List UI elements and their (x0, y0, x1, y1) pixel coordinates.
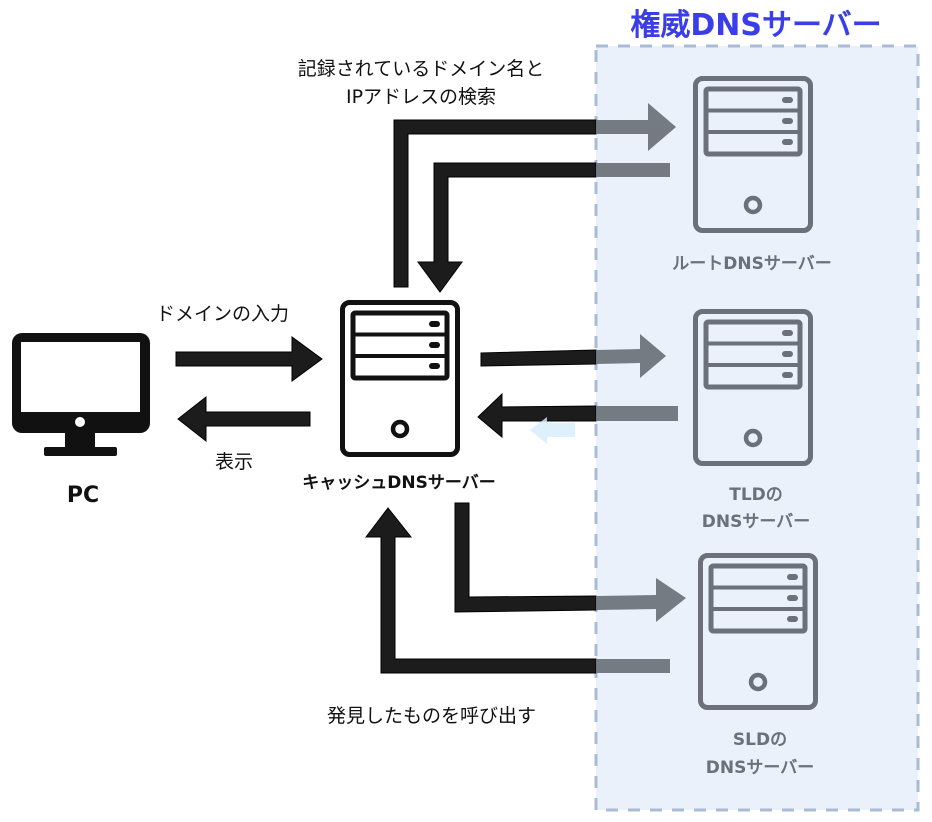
sld-server-icon (698, 553, 818, 710)
arrow-query-tld-grey (596, 334, 666, 378)
arrow-query-sld-grey (596, 578, 686, 622)
arrows-grey (596, 103, 686, 673)
arrow-query-sld-dark (454, 502, 597, 613)
arrow-query-root-grey (596, 103, 676, 151)
tld-server-label-line2: DNSサーバー (701, 512, 811, 532)
tld-server-icon (693, 309, 813, 466)
sld-server-label-line1: SLDの (732, 730, 788, 750)
search-label-line2: IPアドレスの検索 (345, 86, 497, 108)
arrows-dark (175, 119, 597, 674)
root-server-icon (693, 76, 813, 233)
arrow-callback-dark (364, 507, 597, 674)
arrow-callback-grey (596, 659, 670, 673)
arrow-response-root-grey (596, 163, 670, 177)
callback-label: 発見したものを呼び出す (327, 705, 537, 727)
arrow-display (177, 395, 311, 443)
display-label: 表示 (215, 451, 254, 473)
sld-server-label-line2: DNSサーバー (705, 758, 815, 778)
root-server-label: ルートDNSサーバー (672, 254, 832, 274)
ghost-arrow (530, 417, 575, 444)
cache-server-icon (340, 300, 460, 457)
tld-server-label-line1: TLDの (729, 485, 783, 505)
arrow-query-tld-dark (480, 349, 597, 367)
search-label-line1: 記録されているドメイン名と (297, 58, 545, 80)
arrow-response-tld-dark (477, 392, 597, 439)
domain-input-label: ドメインの入力 (156, 303, 290, 325)
cache-server-label: キャッシュDNSサーバー (302, 473, 496, 493)
arrow-response-root-dark (417, 162, 597, 293)
authoritative-dns-panel (594, 44, 920, 812)
monitor-icon (12, 333, 150, 456)
panel-title: 権威DNSサーバー (630, 8, 882, 43)
pc-label: PC (66, 483, 100, 508)
arrow-domain-input (175, 336, 323, 382)
arrow-response-tld-grey (596, 406, 678, 421)
